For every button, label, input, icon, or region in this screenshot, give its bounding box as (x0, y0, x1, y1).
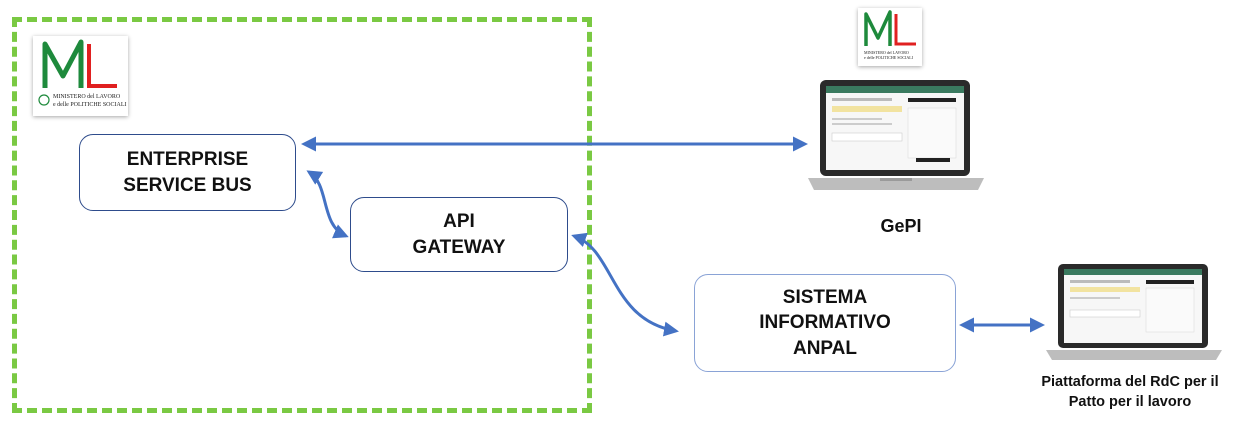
logo-line2: e delle POLITICHE SOCIALI (53, 102, 127, 108)
ministry-monogram-icon (864, 10, 916, 46)
ministry-logo-main: MINISTERO del LAVORO e delle POLITICHE S… (33, 36, 128, 116)
emblem-icon (38, 94, 50, 106)
ministry-logo-small: MINISTERO del LAVORO e delle POLITICHE S… (858, 8, 922, 66)
logo-line1: MINISTERO del LAVORO (53, 94, 121, 100)
laptop-icon (808, 80, 984, 190)
logo-small-line1: MINISTERO del LAVORO (864, 50, 909, 55)
node-enterprise-service-bus: ENTERPRISE SERVICE BUS (79, 134, 296, 211)
node-sistema-informativo-anpal: SISTEMA INFORMATIVO ANPAL (694, 274, 956, 372)
caption-rdc-line2: Patto per il lavoro (1068, 394, 1192, 410)
caption-rdc-platform: Piattaforma del RdC per il Patto per il … (1018, 372, 1242, 412)
arrow-esb-api (306, 170, 349, 239)
caption-gepi: GePI (880, 216, 922, 236)
logo-small-line2: e delle POLITICHE SOCIALI (864, 55, 913, 60)
arrow-api-anpal (571, 232, 679, 337)
ministry-boundary (12, 17, 592, 413)
node-api-gateway: API GATEWAY (350, 197, 568, 272)
laptop-icon (1046, 264, 1222, 360)
caption-rdc-line1: Piattaforma del RdC per il (1041, 374, 1219, 390)
ministry-monogram-icon (38, 39, 117, 106)
